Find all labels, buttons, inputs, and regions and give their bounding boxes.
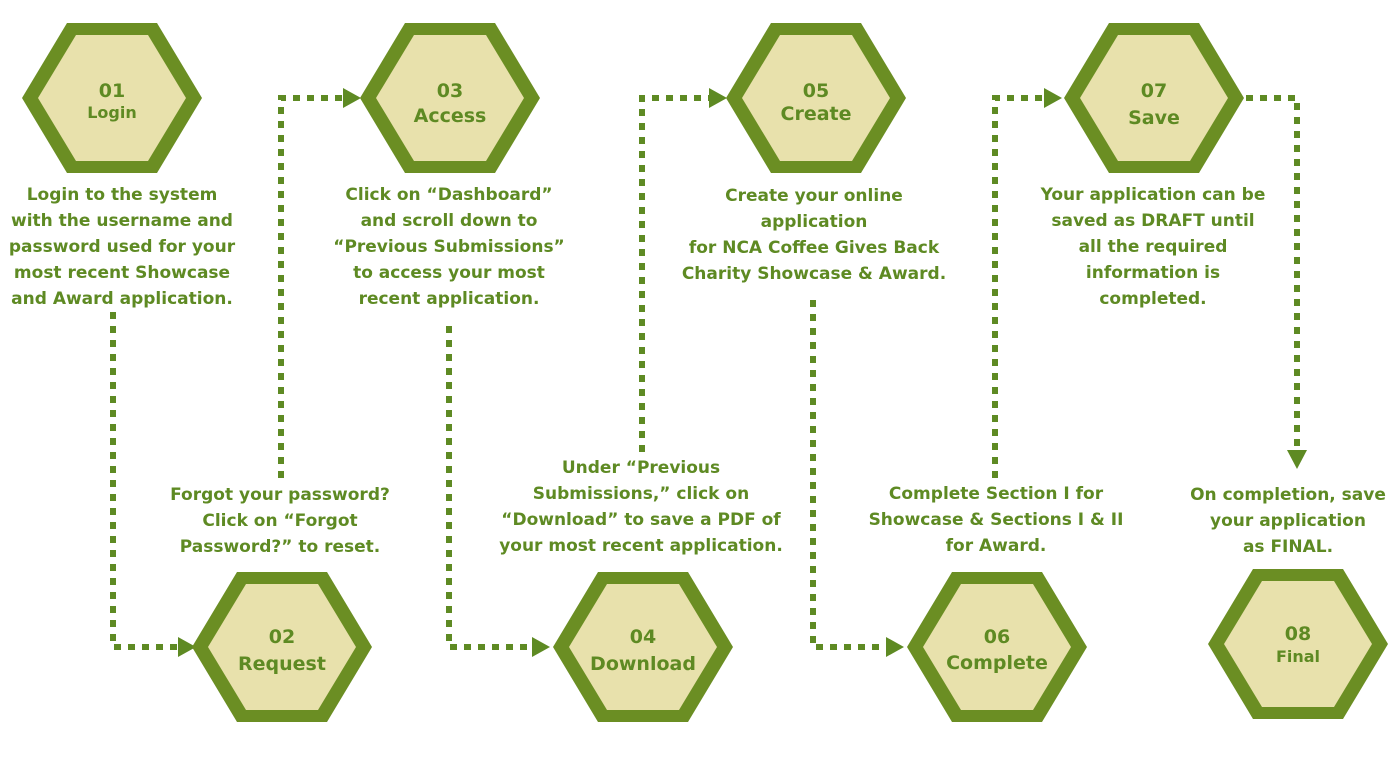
connector-02-03	[278, 95, 345, 478]
step-hexagon-04: 04 Download	[553, 572, 733, 722]
step-description-08: On completion, save your application as …	[1190, 485, 1386, 557]
step-description-01: Login to the system with the username an…	[8, 185, 236, 309]
arrowhead-icon	[178, 637, 196, 657]
step-label: Final	[1276, 647, 1320, 666]
step-number: 08	[1285, 623, 1311, 645]
step-description-05: Create your online application for NCA C…	[681, 186, 947, 284]
arrowhead-icon	[1287, 450, 1307, 469]
step-number: 03	[437, 80, 463, 102]
step-label: Complete	[946, 652, 1048, 674]
step-hexagon-05: 05 Create	[726, 23, 906, 173]
step-number: 05	[803, 80, 829, 102]
step-description-07: Your application can be saved as DRAFT u…	[1040, 185, 1266, 309]
step-number: 02	[269, 626, 295, 648]
connector-07-08	[1246, 95, 1300, 452]
arrowhead-icon	[709, 88, 727, 108]
step-number: 06	[984, 626, 1010, 648]
step-description-02: Forgot your password? Click on “Forgot P…	[170, 485, 390, 557]
step-label: Create	[781, 103, 852, 125]
connector-05-06	[810, 300, 888, 650]
step-number: 01	[99, 80, 125, 102]
connector-04-05	[639, 95, 711, 452]
connectors	[110, 88, 1307, 657]
step-hexagon-02: 02 Request	[192, 572, 372, 722]
step-hexagon-03: 03 Access	[360, 23, 540, 173]
step-hexagon-08: 08 Final	[1208, 569, 1388, 719]
step-description-04: Under “Previous Submissions,” click on “…	[499, 458, 783, 556]
arrowhead-icon	[886, 637, 904, 657]
step-description-03: Click on “Dashboard” and scroll down to …	[333, 185, 565, 309]
step-number: 04	[630, 626, 656, 648]
step-number: 07	[1141, 80, 1167, 102]
step-description-06: Complete Section I for Showcase & Sectio…	[868, 484, 1124, 556]
step-label: Save	[1128, 107, 1180, 129]
step-hexagon-06: 06 Complete	[907, 572, 1087, 722]
connector-06-07	[992, 95, 1046, 478]
arrowhead-icon	[532, 637, 550, 657]
step-hexagon-07: 07 Save	[1064, 23, 1244, 173]
step-label: Download	[590, 653, 696, 675]
arrowhead-icon	[1044, 88, 1062, 108]
step-label: Access	[414, 105, 487, 127]
step-hexagon-01: 01 Login	[22, 23, 202, 173]
arrowhead-icon	[343, 88, 361, 108]
step-label: Login	[87, 103, 137, 122]
step-label: Request	[238, 653, 326, 675]
connector-01-02	[110, 312, 180, 650]
